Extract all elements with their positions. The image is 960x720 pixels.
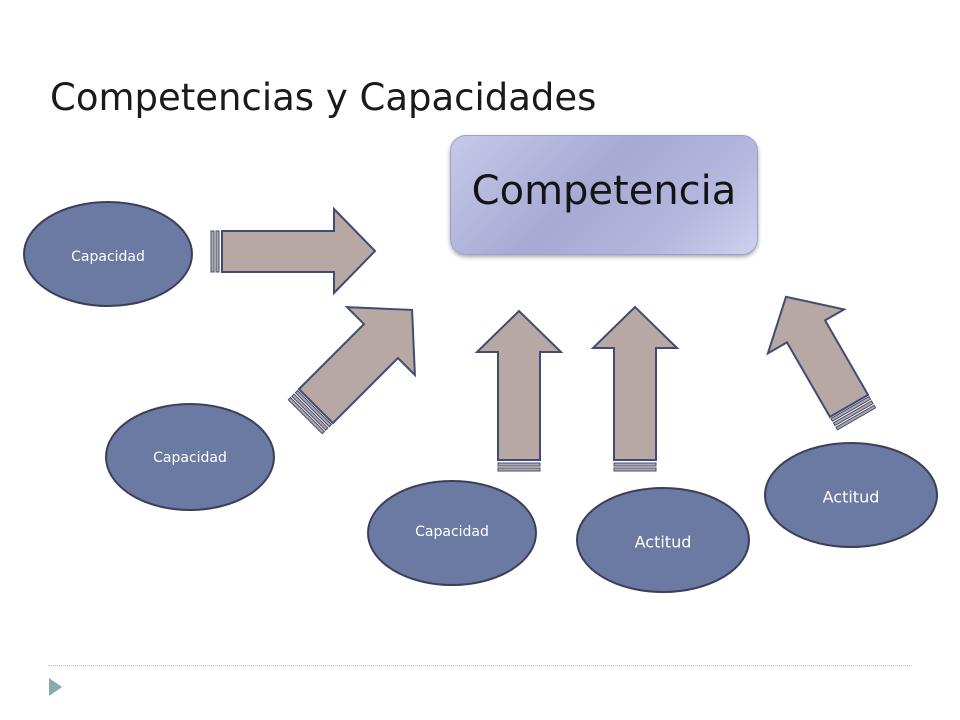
node-capacidad-1 xyxy=(23,201,193,307)
competencia-box: Competencia xyxy=(450,135,758,255)
slide-title: Competencias y Capacidades xyxy=(50,76,597,119)
node-actitud-1 xyxy=(576,487,750,593)
node-capacidad-2 xyxy=(105,403,275,511)
arrow-up-center-left xyxy=(474,309,564,472)
node-capacidad-3-label: Capacidad xyxy=(415,524,489,540)
node-capacidad-1-label: Capacidad xyxy=(71,249,145,265)
footer-divider xyxy=(48,665,912,666)
arrow-right xyxy=(210,206,377,296)
competencia-label: Competencia xyxy=(471,168,737,214)
node-actitud-1-label: Actitud xyxy=(634,532,692,552)
arrow-diagonal-right xyxy=(766,295,877,431)
node-actitud-2-label: Actitud xyxy=(822,487,880,507)
node-capacidad-2-label: Capacidad xyxy=(153,450,227,466)
node-capacidad-3 xyxy=(367,480,537,586)
node-actitud-2 xyxy=(764,442,938,548)
footer-play-icon xyxy=(49,678,62,696)
arrow-diagonal-left xyxy=(287,305,417,435)
arrow-up-center-right xyxy=(590,305,680,472)
